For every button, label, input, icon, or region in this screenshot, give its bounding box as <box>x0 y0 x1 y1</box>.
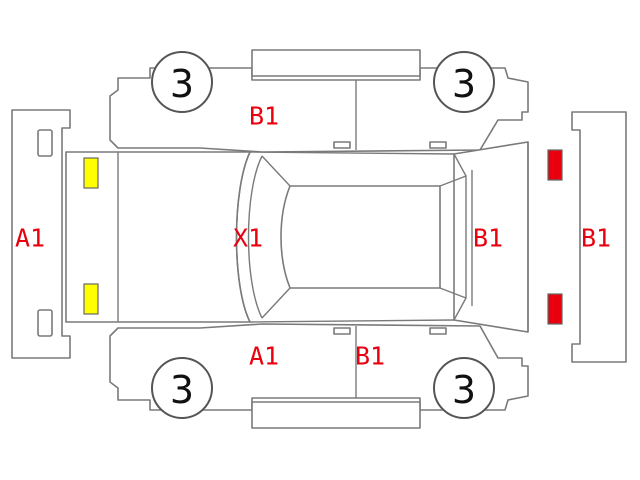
code-trunk: B1 <box>473 224 503 253</box>
tire-rear-right: 3 <box>433 357 495 419</box>
tire-front-left: 3 <box>151 51 213 113</box>
tire-rear-right-number: 3 <box>452 368 476 412</box>
rear-left-lamp <box>547 149 563 181</box>
tire-front-left-number: 3 <box>170 62 194 106</box>
front-left-lamp <box>83 157 99 189</box>
tire-rear-left-number: 3 <box>452 62 476 106</box>
tire-rear-left: 3 <box>433 51 495 113</box>
code-right-front-door: A1 <box>249 342 279 371</box>
left-side-skirt <box>251 49 421 77</box>
code-front-bumper: A1 <box>15 224 45 253</box>
code-rear-bumper: B1 <box>581 224 611 253</box>
front-bumper <box>11 109 71 359</box>
roof <box>280 185 441 289</box>
front-right-lamp <box>83 283 99 315</box>
tire-front-right-number: 3 <box>170 368 194 412</box>
code-hood: X1 <box>233 224 263 253</box>
car-body-top-view <box>65 141 529 333</box>
code-right-rear-door: B1 <box>355 342 385 371</box>
rear-bumper <box>571 111 627 363</box>
rear-right-lamp <box>547 293 563 325</box>
right-side-skirt <box>251 401 421 429</box>
code-left-front-pillar: B1 <box>249 102 279 131</box>
tire-front-right: 3 <box>151 357 213 419</box>
